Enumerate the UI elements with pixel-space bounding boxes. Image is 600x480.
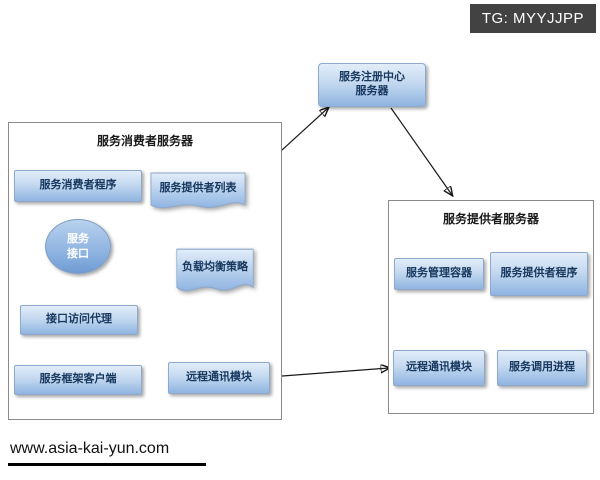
consumer-server-title: 服务消费者服务器 [96,134,193,148]
node-invoke-process: 服务调用进程 [497,350,587,386]
node-remote-module-consumer-label: 远程通讯模块 [186,371,252,384]
node-registry-line1: 服务注册中心 [339,71,405,84]
footer-url: www.asia-kai-yun.com [10,440,170,457]
node-service-interface-line2: 接口 [67,247,89,260]
node-consumer-program-label: 服务消费者程序 [39,179,117,192]
node-framework-client-label: 服务框架客户端 [39,373,117,386]
arrow-registry-to-provider-server [390,107,452,195]
watermark-badge-label: TG: MYYJJPP [481,10,584,27]
node-remote-module-consumer: 远程通讯模块 [168,362,270,394]
arrow-remote-left-to-remote-right [268,368,389,378]
node-load-balance: 负载均衡策略 [176,248,254,298]
node-registry-line2: 服务器 [355,85,389,97]
node-invoke-process-label: 服务调用进程 [509,361,575,374]
node-framework-client: 服务框架客户端 [14,365,142,395]
document-shape-icon [176,248,254,292]
node-service-interface: 服务 接口 [45,219,111,274]
node-remote-module-provider-label: 远程通讯模块 [406,361,472,374]
node-interface-proxy: 接口访问代理 [20,305,138,335]
node-service-interface-line1: 服务 [67,233,89,246]
node-manage-container: 服务管理容器 [394,258,484,290]
node-load-balance-label: 负载均衡策略 [182,261,248,273]
watermark-badge: TG: MYYJJPP [469,4,596,33]
provider-server-title: 服务提供者服务器 [442,212,539,226]
node-consumer-program: 服务消费者程序 [14,170,142,202]
node-manage-container-label: 服务管理容器 [406,267,472,280]
document-shape-icon [150,172,246,209]
footer-underline [8,463,206,466]
node-interface-proxy-label: 接口访问代理 [46,313,112,326]
node-provider-list: 服务提供者列表 [150,172,246,214]
node-provider-list-label: 服务提供者列表 [159,182,237,195]
node-remote-module-provider: 远程通讯模块 [393,350,485,386]
node-registry-server: 服务注册中心 服务器 [318,63,426,107]
node-provider-program-label: 服务提供者程序 [500,267,578,280]
node-provider-program: 服务提供者程序 [490,252,588,296]
